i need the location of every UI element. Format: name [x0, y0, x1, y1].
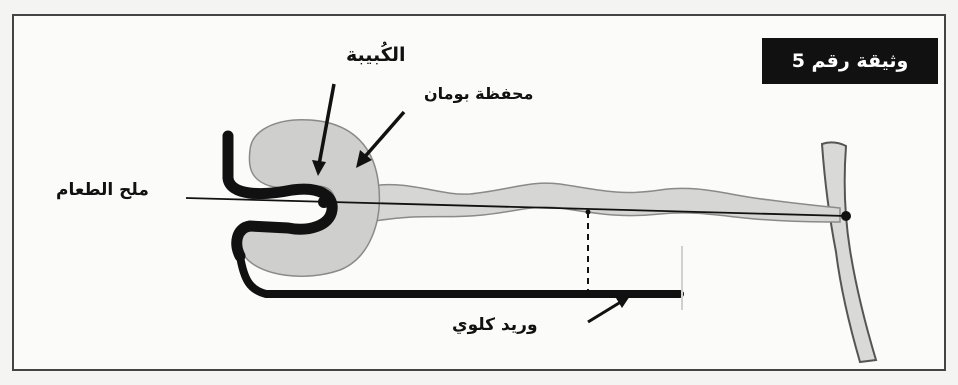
renal-tubule — [370, 183, 840, 222]
vein-arrow — [588, 300, 624, 322]
table-salt-label: ملح الطعام — [56, 180, 149, 200]
glomerulus-label: الكُبيبة — [346, 44, 406, 66]
collecting-duct — [822, 142, 876, 362]
bowman-capsule-label: محفظة بومان — [424, 84, 533, 103]
renal-vein-label: وريد كلوي — [452, 315, 538, 335]
bowman-arrow — [362, 112, 404, 160]
